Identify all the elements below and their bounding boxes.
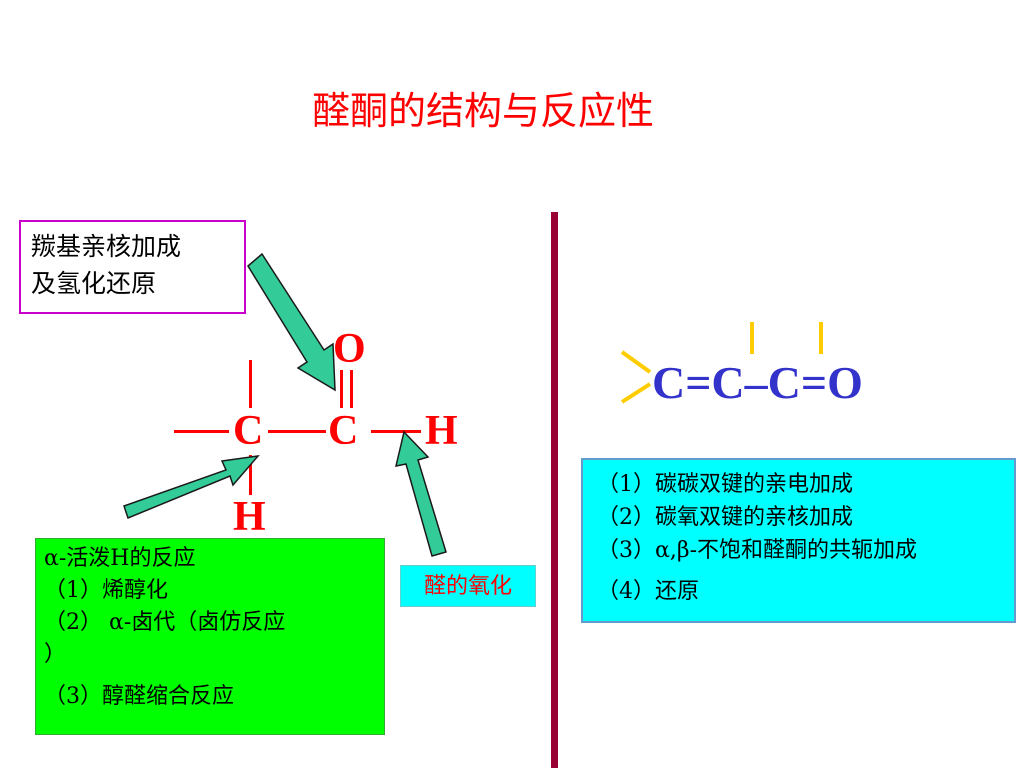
carbonyl-double-bond-left bbox=[340, 370, 343, 408]
unsat-box-line4: （4）还原 bbox=[597, 579, 699, 604]
carbonyl-box-line1: 羰基亲核加成 bbox=[31, 232, 182, 261]
alpha-carbon-bottom-bond bbox=[249, 455, 252, 495]
alpha-box-line5: （3）醇醛缩合反应 bbox=[44, 684, 234, 709]
unsat-yellow-bonds bbox=[620, 322, 823, 404]
unsaturated-reactions-box: （1）碳碳双键的亲电加成 （2）碳氧双键的亲核加成 （3）α,β-不饱和醛酮的共… bbox=[581, 458, 1016, 623]
alpha-hydrogen-box: α-活泼H的反应 （1）烯醇化 （2） α-卤代（卤仿反应 ） （3）醇醛缩合反… bbox=[35, 538, 385, 735]
alpha-box-line2: （1）烯醇化 bbox=[44, 578, 168, 603]
vertical-divider bbox=[551, 212, 558, 768]
left-bond bbox=[174, 430, 229, 433]
unsat-box-line3: （3）α,β-不饱和醛酮的共轭加成 bbox=[597, 538, 917, 563]
alpha-box-line3: （2） α-卤代（卤仿反应 bbox=[44, 610, 286, 635]
alpha-carbon-top-bond bbox=[249, 360, 252, 408]
arrow-to-aldehyde-hydrogen bbox=[395, 430, 447, 557]
arrow-to-alpha-hydrogen bbox=[123, 454, 260, 519]
aldehyde-hydrogen-atom: H bbox=[425, 408, 458, 454]
arrow-to-carbonyl bbox=[247, 252, 336, 392]
aldehyde-oxidation-box: 醛的氧化 bbox=[400, 565, 536, 607]
oxygen-atom: O bbox=[333, 326, 366, 372]
alpha-carbon-atom: C bbox=[233, 408, 264, 454]
alpha-box-line4: ） bbox=[44, 642, 67, 667]
c-c-bond bbox=[268, 430, 326, 433]
unsat-box-line1: （1）碳碳双键的亲电加成 bbox=[597, 472, 853, 497]
carbonyl-double-bond-right bbox=[350, 370, 353, 408]
unsaturated-carbonyl-formula: C=C–C=O bbox=[652, 357, 863, 408]
carbonyl-box-line2: 及氢化还原 bbox=[31, 269, 157, 298]
alpha-box-line1: α-活泼H的反应 bbox=[44, 546, 196, 571]
carbonyl-addition-box: 羰基亲核加成 及氢化还原 bbox=[19, 220, 246, 314]
alpha-hydrogen-atom: H bbox=[233, 494, 266, 540]
slide-title: 醛酮的结构与反应性 bbox=[311, 89, 654, 133]
carbonyl-carbon-atom: C bbox=[328, 408, 359, 454]
unsat-box-line2: （2）碳氧双键的亲核加成 bbox=[597, 505, 853, 530]
c-h-bond bbox=[371, 430, 421, 433]
